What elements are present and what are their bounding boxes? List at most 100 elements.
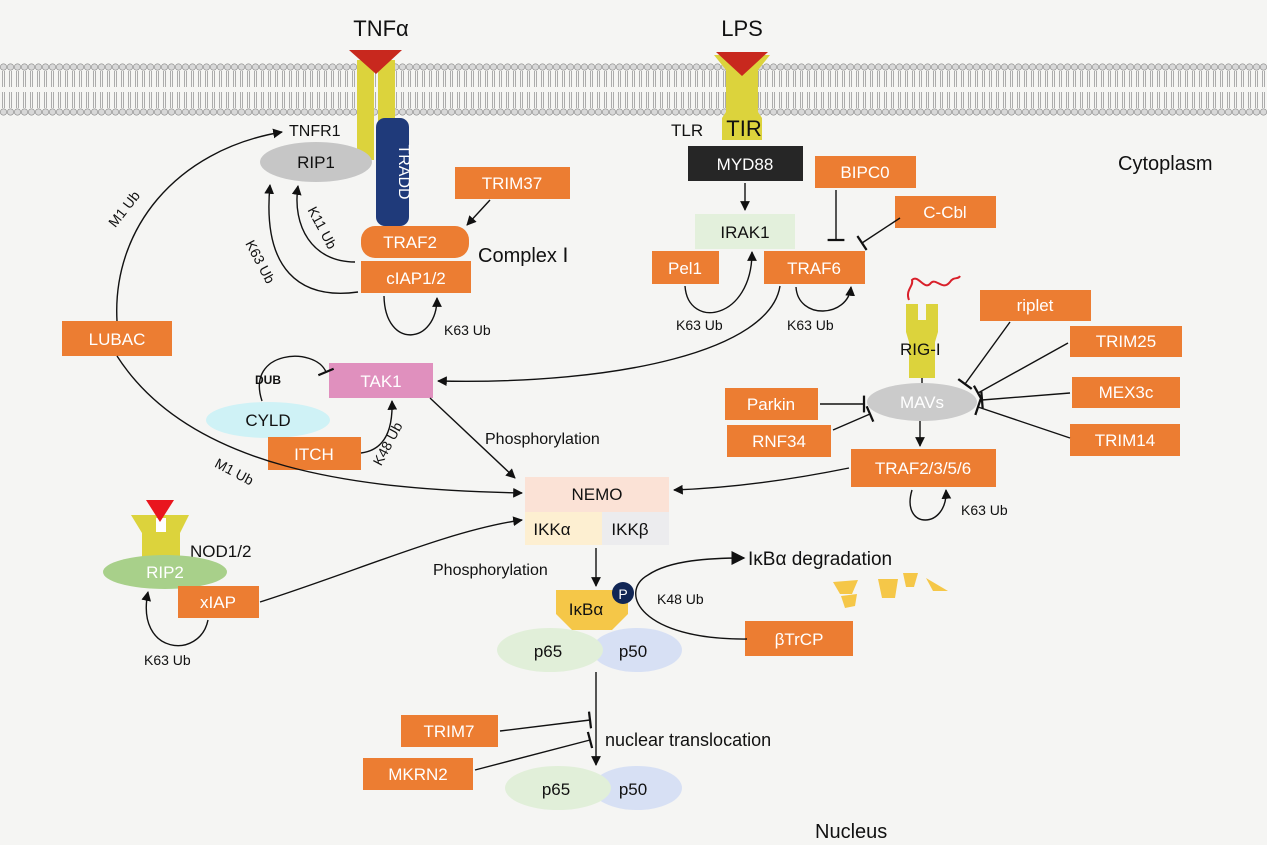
tlr-label: TLR [671, 121, 703, 140]
cyld-label: CYLD [245, 411, 290, 430]
nemo-label: NEMO [572, 485, 623, 504]
traf6-label: TRAF6 [787, 259, 841, 278]
trim37-box [455, 167, 570, 199]
tak1-label: TAK1 [360, 372, 401, 391]
edge-c-cbl-inhibits-traf6 [856, 217, 901, 251]
edge-trim37-to-traf2 [466, 199, 491, 226]
edge-label-k11: K11 Ub [305, 204, 341, 252]
edge-trim14-inhibits-mavs [974, 398, 1071, 439]
edge-rnf34-inhibits-mavs [832, 405, 875, 431]
c-cbl-label: C-Cbl [923, 203, 966, 222]
edge-xiap-k63-to-rip2 [141, 591, 209, 647]
tnf-ligand-triangle [349, 50, 402, 74]
trim14-box [1070, 424, 1180, 456]
trim7-box [401, 715, 498, 747]
rip2-ellipse [103, 555, 227, 589]
edge-traf2356-self-k63 [909, 489, 952, 521]
nod-ligand-triangle [146, 500, 174, 522]
nucleus-label: Nucleus [815, 821, 887, 843]
edge-ciap-self-k63 [383, 295, 442, 336]
mavs-ellipse [867, 383, 977, 421]
rig-i-label: RIG-I [900, 340, 941, 359]
edge-trim25-inhibits-mavs [972, 342, 1069, 401]
lps-ligand-triangle [716, 52, 768, 76]
trim14-label: TRIM14 [1095, 431, 1155, 450]
rip2-label: RIP2 [146, 563, 184, 582]
trim7-label: TRIM7 [424, 722, 475, 741]
parkin-label: Parkin [747, 395, 795, 414]
c-cbl-box [895, 196, 996, 228]
edge-btrcp-k48-to-degradation [635, 551, 748, 640]
ikba-shape [556, 590, 628, 630]
edge-trim7-inhibits-translocation [499, 711, 593, 732]
ikkb-label: IKKβ [611, 520, 648, 539]
edge-mex3c-inhibits-mavs [980, 391, 1071, 409]
tradd-label: TRADD [395, 144, 412, 199]
riplet-box [980, 290, 1091, 321]
edge-traf6-self-k63 [795, 286, 856, 312]
tnf-alpha-label: TNFα [353, 16, 409, 41]
tnf-receptor: TRADD [349, 50, 412, 226]
cell-membrane [0, 62, 1267, 117]
viral-rna-strand [907, 275, 961, 301]
edge-itch-k48-to-tak1 [360, 400, 398, 454]
traf6-box [764, 251, 865, 284]
mex3c-label: MEX3c [1099, 383, 1154, 402]
mex3c-box [1072, 377, 1180, 408]
edge-tak1-to-nemo [429, 397, 516, 479]
edge-xiap-to-nemo [259, 516, 523, 603]
edge-riplet-inhibits-mavs [957, 321, 1011, 390]
p50-label-cyto: p50 [619, 642, 647, 661]
bipc0-box [815, 156, 916, 188]
edge-label-m1-ub-bottom: M1 Ub [212, 455, 256, 489]
lubac-box [62, 321, 172, 356]
edge-mkrn2-inhibits-translocation [474, 731, 594, 771]
phospho-badge [612, 582, 634, 604]
p65-label-cyto: p65 [534, 642, 562, 661]
nod-label: NOD1/2 [190, 542, 251, 561]
ciap-label: cIAP1/2 [386, 269, 446, 288]
edge-lubac-to-rip1 [116, 128, 283, 322]
itch-box [268, 437, 361, 470]
myd88-box [688, 146, 803, 181]
mkrn2-box [363, 758, 473, 790]
rip1-ellipse [260, 142, 372, 182]
edge-label-k48-itch: K48 Ub [370, 419, 406, 468]
ikka-label: IKKα [533, 520, 570, 539]
edge-cyld-inhibits-tak1 [258, 355, 335, 402]
phospho-badge-label: P [618, 586, 627, 602]
tnfr1-label: TNFR1 [289, 123, 341, 140]
p50-ellipse-cyto [592, 628, 682, 672]
btrcp-box [745, 621, 853, 656]
trim25-label: TRIM25 [1096, 332, 1156, 351]
edge-label-k63-rip2: K63 Ub [144, 652, 191, 668]
traf2356-box [851, 449, 996, 487]
pel1-box [652, 251, 719, 284]
edge-label-k63-traf2356: K63 Ub [961, 502, 1008, 518]
edge-ciap-k63-to-rip1 [264, 184, 359, 294]
btrcp-label: βTrCP [775, 630, 824, 649]
trim25-box [1070, 326, 1182, 357]
mavs-label: MAVs [900, 393, 944, 412]
edge-label-k63-irak: K63 Ub [676, 317, 723, 333]
traf2-box [361, 226, 469, 258]
p65-ellipse-cyto [497, 628, 603, 672]
ikka-box [525, 512, 602, 545]
rnf34-box [727, 425, 831, 457]
nuclear-translocation-label: nuclear translocation [605, 730, 771, 750]
edge-label-phosphorylation-1: Phosphorylation [485, 431, 600, 448]
edge-label-k63-ciap: K63 Ub [444, 322, 491, 338]
ikba-degradation-label: IκBα degradation [748, 549, 892, 570]
rip1-label: RIP1 [297, 153, 335, 172]
trim37-label: TRIM37 [482, 174, 542, 193]
p50-label-nuc: p50 [619, 780, 647, 799]
cyld-ellipse [206, 402, 330, 438]
edge-label-phosphorylation-2: Phosphorylation [433, 562, 548, 579]
edge-traf6-to-tak1 [437, 285, 781, 387]
ikkb-box [602, 512, 669, 545]
xiap-box [178, 586, 259, 618]
edge-lubac-to-nemo [116, 355, 523, 498]
irak1-box [695, 214, 795, 249]
